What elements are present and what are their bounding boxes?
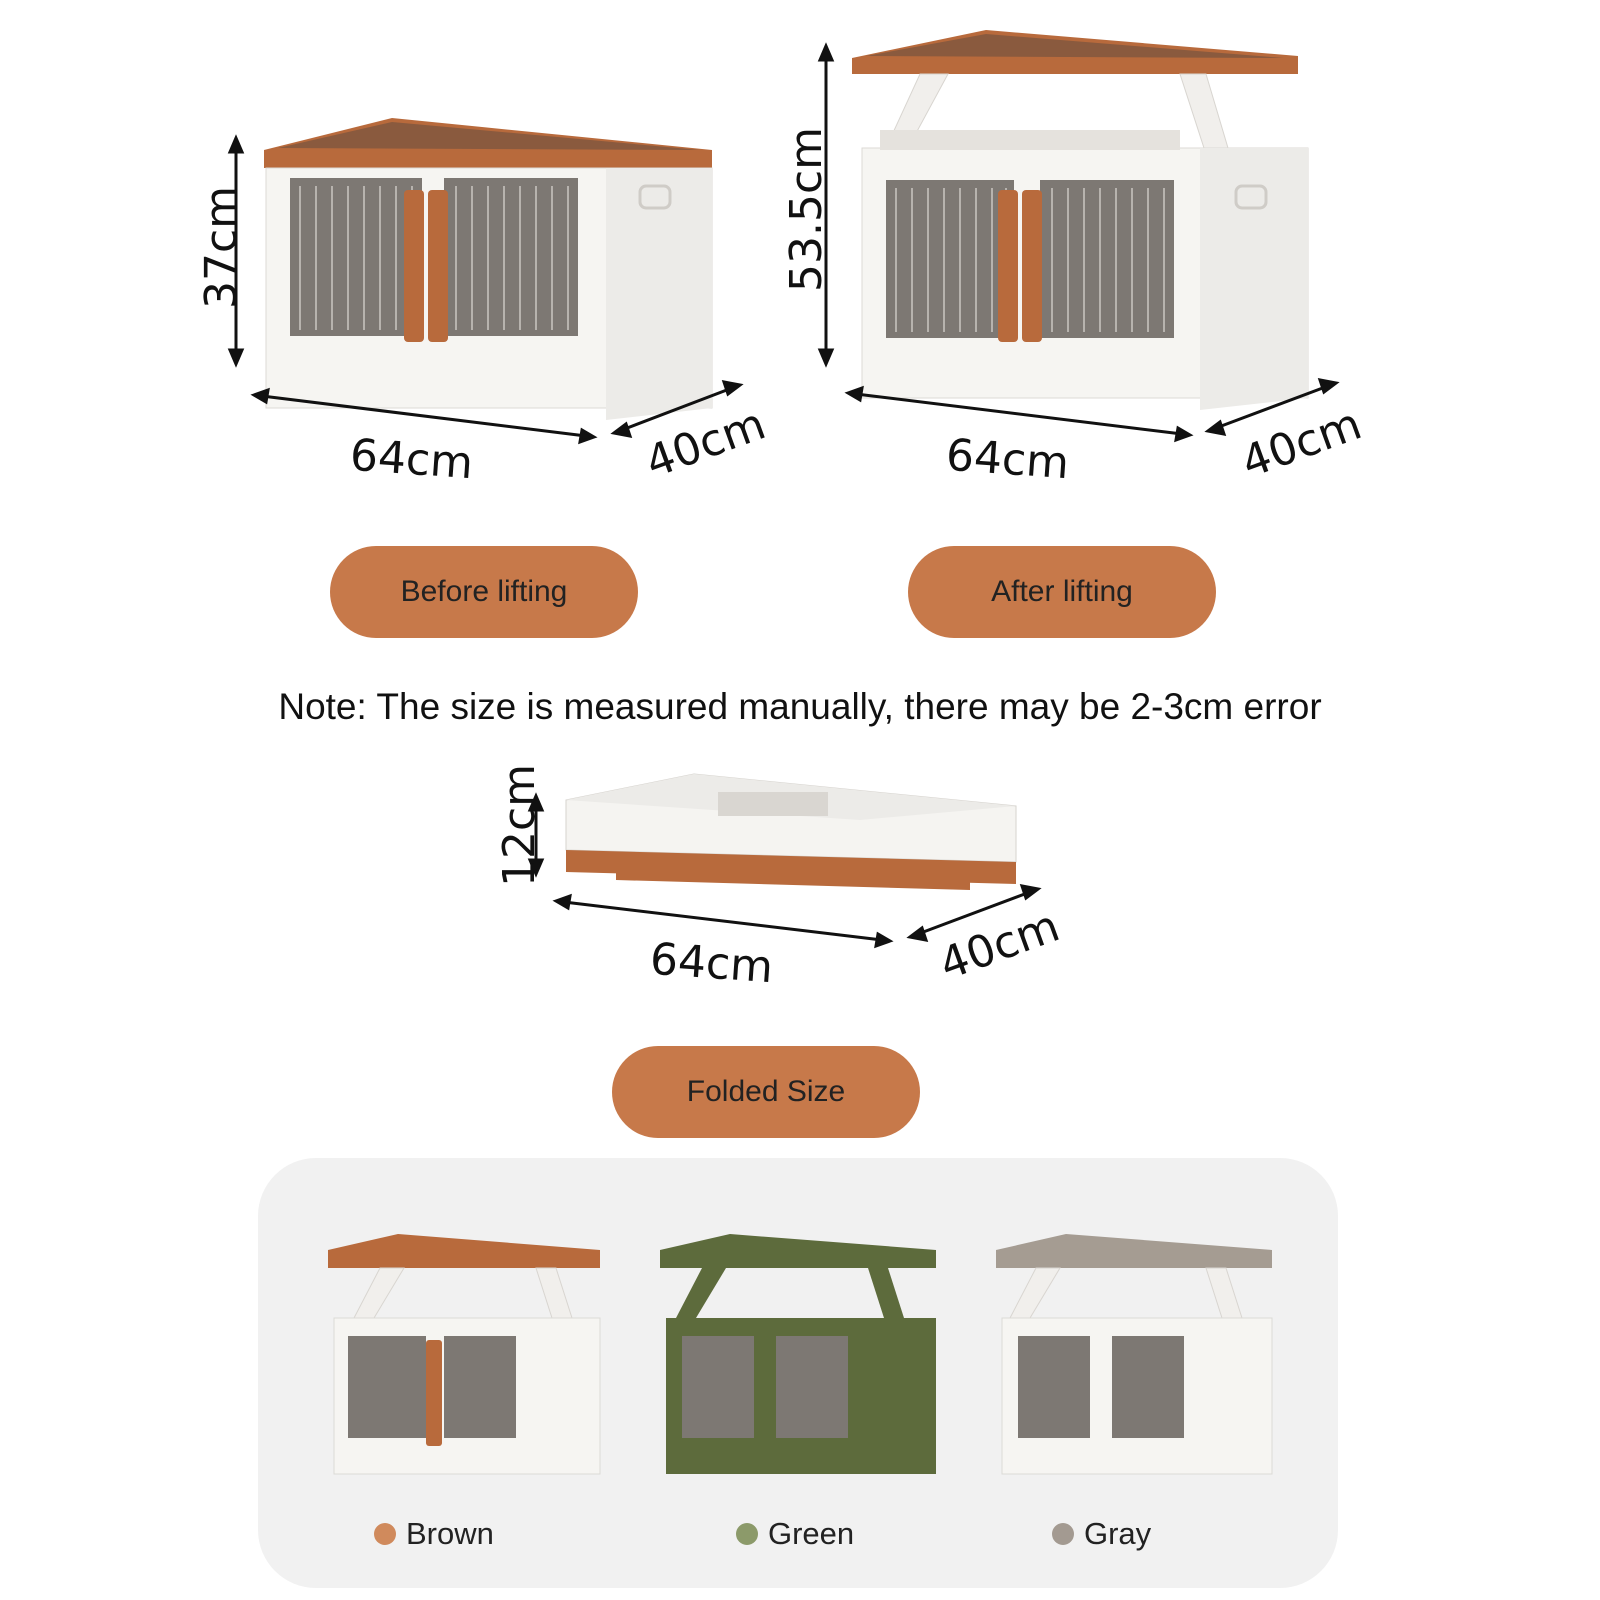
folded-size-badge: Folded Size xyxy=(612,1046,920,1138)
gray-box-icon xyxy=(996,1234,1273,1475)
color-option-gray[interactable]: Gray xyxy=(1052,1516,1151,1552)
color-option-label: Green xyxy=(768,1516,855,1551)
brown-swatch-dot xyxy=(374,1523,396,1545)
green-box-icon xyxy=(660,1234,936,1474)
color-option-brown[interactable]: Brown xyxy=(374,1516,494,1552)
gray-swatch-dot xyxy=(1052,1523,1074,1545)
green-swatch-dot xyxy=(736,1523,758,1545)
color-option-green[interactable]: Green xyxy=(736,1516,854,1552)
color-option-label: Gray xyxy=(1084,1516,1152,1551)
brown-box-icon xyxy=(328,1234,601,1475)
color-option-label: Brown xyxy=(406,1516,494,1551)
after-lifting-badge: After lifting xyxy=(908,546,1216,638)
measurement-note: Note: The size is measured manually, the… xyxy=(278,686,1322,727)
before-lifting-badge: Before lifting xyxy=(330,546,638,638)
